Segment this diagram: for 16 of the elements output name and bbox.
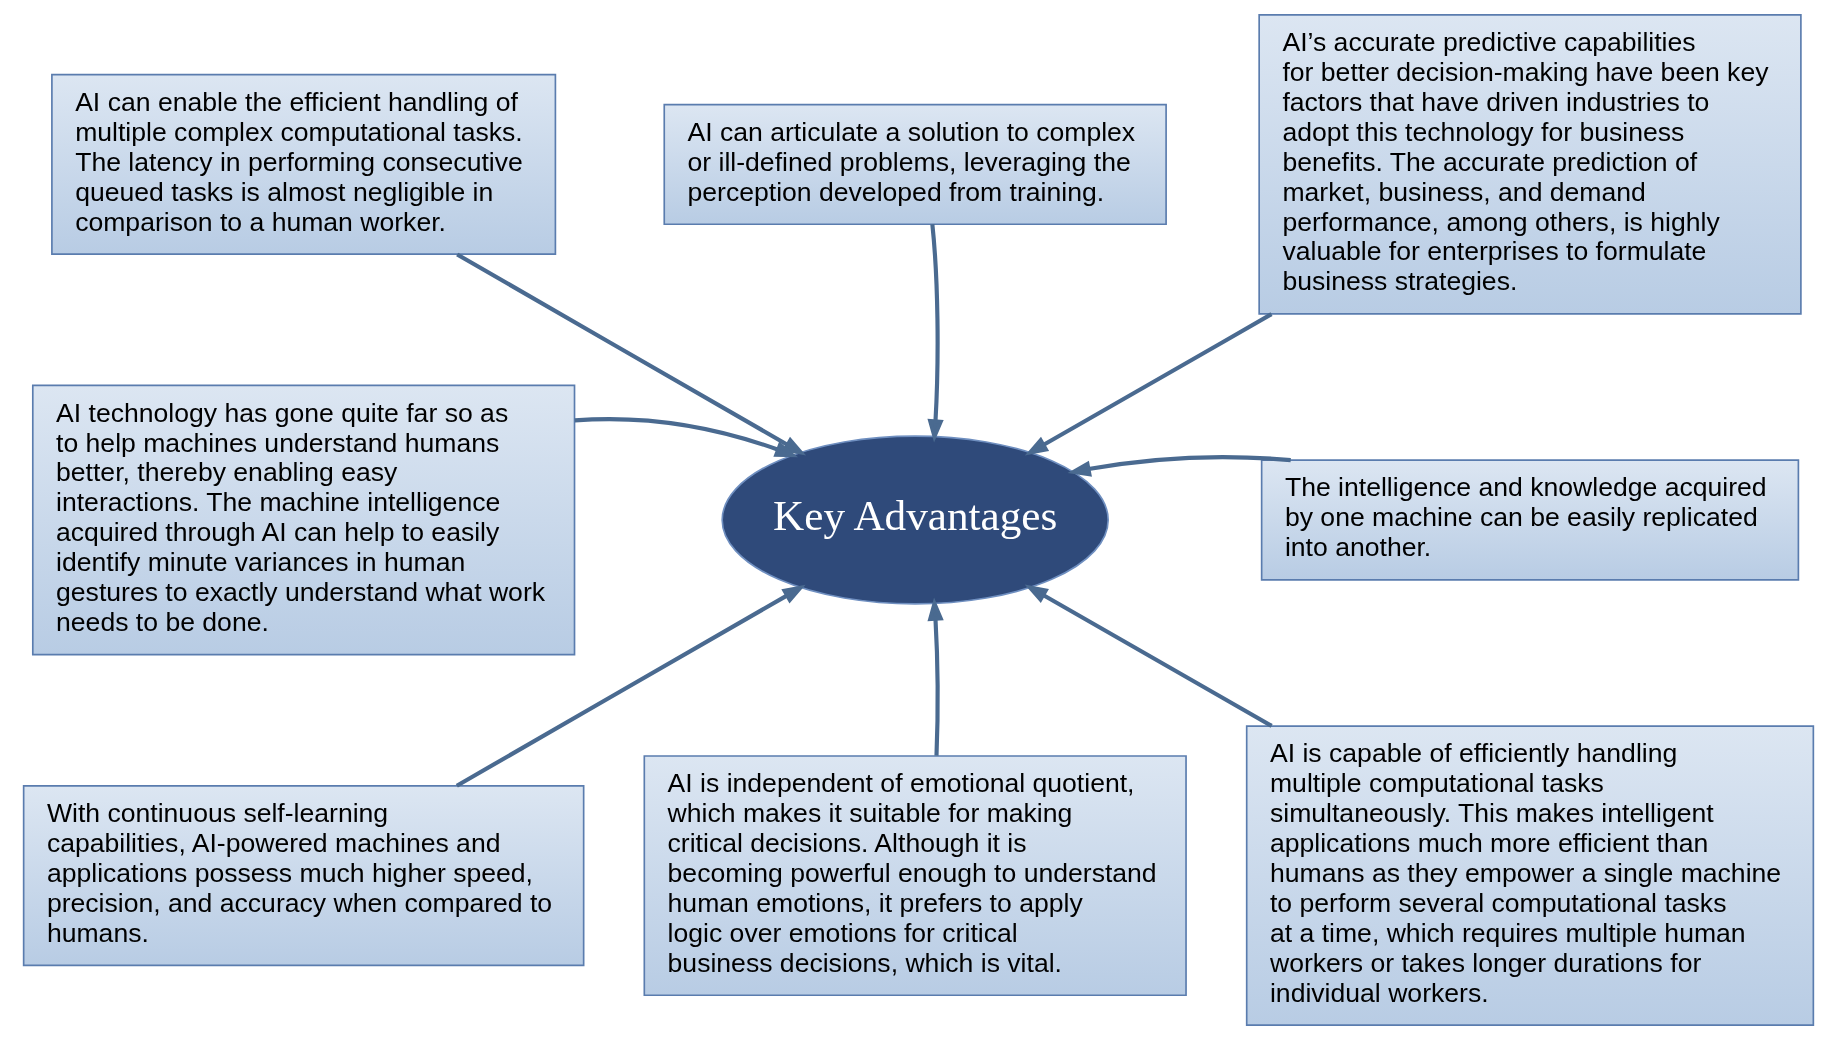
- node-box: AI technology has gone quite far so as to help machines understand humans better, thereby enabling easy interactions. The machine intelligence acquired through AI can help to easily identify minute variances in human gestures to exactly understand what work needs to be done.: [31, 384, 576, 656]
- node-box: AI’s accurate predictive capabilities for better decision-making have been key factors that have driven industries to adopt this technology for business benefits. The accurate prediction of market, business, and demand performance, among others, is highly valuable for enterprises to formulate business strategies.: [1258, 14, 1802, 315]
- node-box: AI is capable of efficiently handling multiple computational tasks simultaneously. This makes intelligent applications much more efficient than humans as they empower a single machine to perform several computational tasks at a time, which requires multiple human workers or takes longer durations for individual workers.: [1245, 725, 1815, 1026]
- node-box: With continuous self-learning capabilities, AI-powered machines and applications possess much higher speed, precision, and accuracy when compared to humans.: [22, 785, 585, 967]
- arrow: [927, 224, 944, 443]
- arrow: [927, 597, 944, 756]
- arrow: [456, 252, 807, 456]
- arrow: [1024, 584, 1273, 728]
- arrow: [1067, 455, 1291, 477]
- arrow: [1024, 312, 1273, 456]
- node-box: AI is independent of emotional quotient, which makes it suitable for making critical decisions. Although it is becoming powerful enough to understand human emotions, it prefers to apply logic over emotions for critical business decisions, which is vital.: [643, 755, 1187, 997]
- node-box: AI can articulate a solution to complex or ill-defined problems, leveraging the perception developed from training.: [663, 103, 1167, 226]
- node-box: The intelligence and knowledge acquired by one machine can be easily replicated into another.: [1260, 459, 1800, 581]
- node-box: AI can enable the efficient handling of multiple complex computational tasks. The latency in performing consecutive queued tasks is almost negligible in comparison to a human worker.: [51, 73, 557, 255]
- arrow: [574, 417, 799, 458]
- arrow: [455, 584, 806, 788]
